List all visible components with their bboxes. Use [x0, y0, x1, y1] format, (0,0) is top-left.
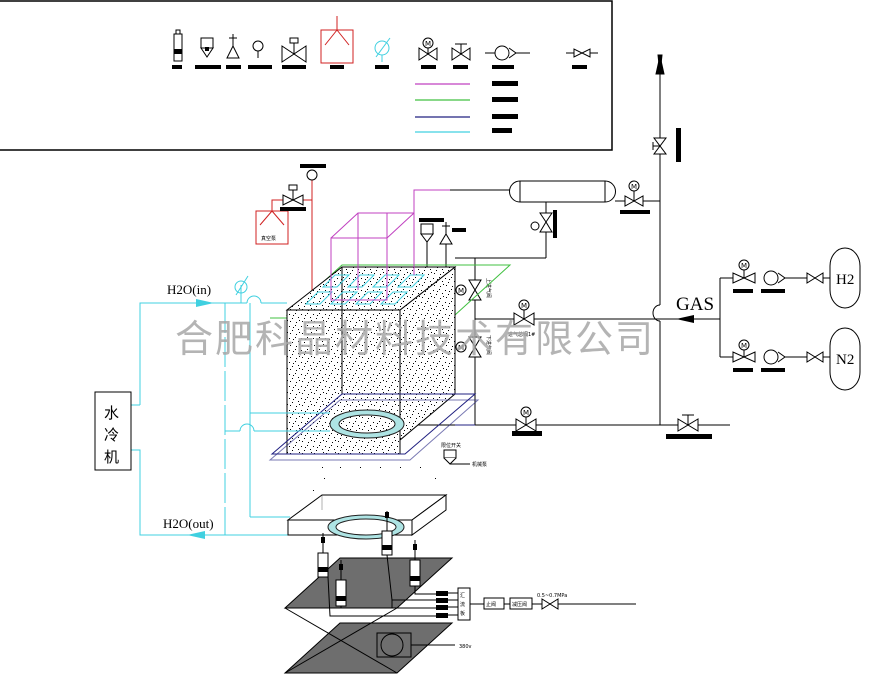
mechanical-pump-label: 机械泵 [472, 461, 487, 468]
motor-valve-icon: M [418, 37, 438, 69]
manual-valve-icon [451, 43, 471, 69]
flow-meter-icon [374, 37, 391, 69]
svg-text:M: M [523, 409, 529, 417]
relief-valve-icon [226, 34, 241, 69]
exhaust-valve [652, 128, 681, 162]
line-type-legend [415, 81, 518, 133]
inlet-valve-column: M 上进气阀 M 下进气阀 [455, 257, 492, 425]
limit-switch-label: 限位开关 [441, 442, 461, 449]
h2-cylinder-label: H2 [836, 272, 854, 288]
main-inlet-valve: M 进气总阀1# [475, 299, 652, 338]
water-in-arrow [196, 299, 214, 307]
svg-text:M: M [521, 302, 527, 310]
gas-inlet: GAS [652, 277, 733, 358]
gas-label: GAS [676, 294, 714, 315]
legend-panel: M [0, 0, 613, 151]
chiller-char-2: 冷 [104, 427, 119, 444]
chiller-char-1: 水 [104, 405, 119, 422]
speckle-dots [313, 467, 436, 491]
needle-valve-icon [281, 37, 307, 69]
h2-supply-branch: M H2 [732, 247, 861, 309]
sensor-icon [172, 29, 183, 69]
main-inlet-valve-label: 进气总阀1# [508, 331, 535, 338]
vacuum-system: 真空泵 [255, 164, 361, 401]
svg-text:M: M [741, 262, 747, 270]
sample-stage: 380v [283, 494, 472, 674]
collector-connectors [436, 591, 448, 618]
collector-char-1: 汇 [460, 592, 465, 599]
water-out-label: H2O(out) [163, 516, 214, 531]
vacuum-pump-icon [320, 16, 354, 69]
upper-inlet-label: 上进气阀 [485, 278, 492, 298]
n2-supply-branch: M N2 [732, 327, 861, 391]
vacuum-gauge-icon [195, 37, 221, 69]
water-cooling-circuit [130, 285, 330, 536]
check-valve-icon [485, 45, 530, 69]
svg-text:M: M [631, 183, 637, 191]
svg-text:M: M [425, 40, 431, 48]
company-watermark: 合肥科晶材料技术有限公司 [175, 317, 655, 361]
inline-valve-icon [566, 48, 598, 69]
lower-inlet-label: 下进气阀 [485, 335, 492, 355]
buffer-tank: M [450, 180, 660, 259]
reducing-valve-label: 减压阀 [512, 601, 527, 608]
vacuum-pump-label: 真空泵 [261, 235, 276, 242]
pressure-gauge-icon [248, 40, 272, 69]
svg-text:M: M [458, 287, 464, 295]
svg-text:M: M [458, 344, 464, 352]
water-in-label: H2O(in) [167, 282, 211, 297]
chiller-char-3: 机 [104, 449, 119, 466]
collector-char-2: 流 [460, 601, 465, 608]
collector-manifold: 汇 流 板 止阀 减压阀 0.5~0.7MPa [448, 587, 636, 621]
collector-char-3: 板 [460, 610, 465, 617]
water-chiller: 水 冷 机 [94, 391, 132, 471]
bottom-gas-line: M [400, 406, 730, 439]
furnace-chamber [268, 189, 512, 461]
pressure-label: 0.5~0.7MPa [537, 593, 567, 599]
limit-switch: 限位开关 机械泵 [441, 442, 487, 468]
svg-text:M: M [741, 342, 747, 350]
water-flow-meter [234, 275, 249, 296]
n2-cylinder-label: N2 [836, 352, 854, 368]
main-gas-line [652, 54, 665, 425]
motor-power-label: 380v [459, 644, 472, 650]
collector-wiring [327, 554, 436, 617]
stop-valve-label: 止阀 [486, 601, 496, 608]
water-out-arrow [187, 531, 205, 539]
chamber-top-instruments [419, 218, 466, 267]
